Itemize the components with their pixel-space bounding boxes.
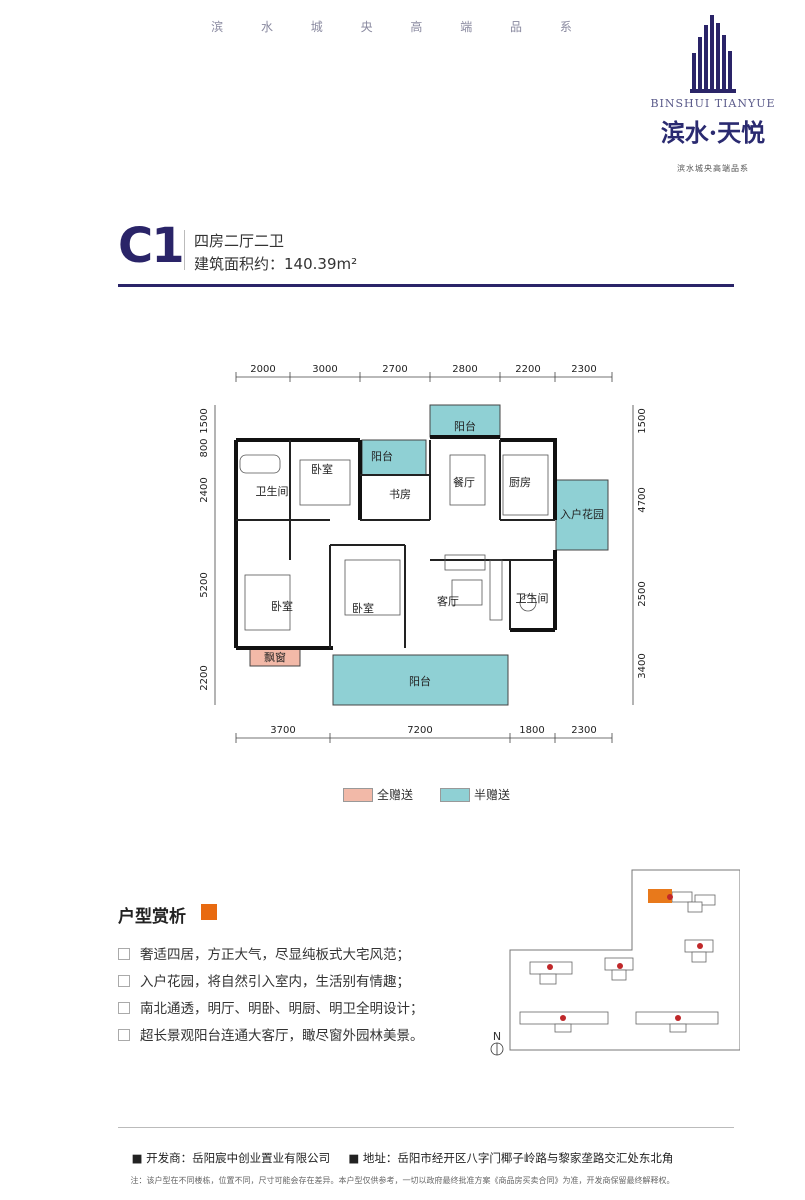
top-dim-2: 3000 (312, 364, 337, 375)
room-bathroom-a: 卫生间 (256, 484, 289, 498)
site-plan: N (490, 869, 740, 1056)
legend-full-gift-swatch (343, 788, 373, 802)
brand-subtitle: 滨水城央高端品系 (677, 164, 749, 173)
top-dim-4: 2800 (452, 364, 477, 375)
room-dining: 餐厅 (453, 475, 475, 489)
right-dim-2: 4700 (637, 487, 648, 512)
disclaimer-note: 注：该户型在不同楼栋，位置不同，尺寸可能会存在差异。本户型仅供参考，一切以政府最… (130, 1176, 675, 1185)
top-dim-3: 2700 (382, 364, 407, 375)
room-bay-window: 飘窗 (264, 650, 286, 664)
legend-full-gift-label: 全赠送 (377, 788, 414, 802)
room-balcony-c: 阳台 (409, 674, 431, 688)
tagline: 滨 水 城 央 高 端 品 系 (211, 20, 589, 34)
room-living: 客厅 (437, 594, 459, 608)
checkbox-icon (118, 975, 130, 987)
features-title: 户型赏析 (118, 907, 186, 927)
feature-item-3: 南北通透，明厅、明卧、明厨、明卫全明设计； (118, 997, 424, 1017)
brand-english-name: BINSHUI TIANYUE (650, 97, 776, 110)
checkbox-icon (118, 948, 130, 960)
unit-separator (184, 230, 185, 270)
unit-room-config: 四房二厅二卫 (194, 232, 285, 250)
feature-item-1: 奢适四居，方正大气，尽显纯板式大宅风范； (118, 943, 410, 963)
bottom-dim-1: 3700 (270, 725, 295, 736)
top-dim-1: 2000 (250, 364, 275, 375)
north-label: N (493, 1030, 501, 1043)
right-dim-1: 1500 (637, 408, 648, 433)
edit-icon (201, 904, 217, 920)
top-dim-6: 2300 (571, 364, 596, 375)
left-dim-4: 5200 (200, 572, 210, 597)
room-balcony-a: 阳台 (454, 419, 476, 433)
footer-info: ■ 开发商：岳阳宸中创业置业有限公司 ■ 地址：岳阳市经开区八字门椰子岭路与黎家… (0, 1150, 805, 1166)
left-dim-3: 2400 (200, 477, 210, 502)
unit-code: C1 (118, 218, 185, 274)
footer-rule (118, 1127, 734, 1128)
developer-info: ■ 开发商：岳阳宸中创业置业有限公司 (131, 1151, 331, 1165)
checkbox-icon (118, 1029, 130, 1041)
left-dim-2: 800 (200, 438, 210, 457)
brand-chinese-name: 滨水·天悦 (660, 118, 766, 147)
legend-half-gift-swatch (440, 788, 470, 802)
top-dim-5: 2200 (515, 364, 540, 375)
room-bedroom-b: 卧室 (271, 599, 293, 613)
legend-half-gift-label: 半赠送 (474, 788, 511, 802)
room-garden: 入户花园 (560, 507, 604, 521)
right-dim-3: 2500 (637, 581, 648, 606)
checkbox-icon (118, 1002, 130, 1014)
bottom-dim-2: 7200 (407, 725, 432, 736)
bottom-dim-3: 1800 (519, 725, 544, 736)
unit-area: 建筑面积约：140.39m² (194, 255, 358, 273)
floor-plan: 2000 3000 2700 2800 2200 2300 3700 7200 … (200, 364, 648, 743)
room-bedroom-a: 卧室 (311, 462, 333, 476)
right-dim-4: 3400 (637, 653, 648, 678)
left-dim-5: 2200 (200, 665, 210, 690)
feature-item-4: 超长景观阳台连通大客厅，瞰尽窗外园林美景。 (118, 1024, 424, 1044)
left-dim-1: 1500 (200, 408, 210, 433)
room-kitchen: 厨房 (509, 476, 531, 489)
room-balcony-b: 阳台 (371, 449, 393, 463)
room-bedroom-c: 卧室 (352, 601, 374, 615)
room-study: 书房 (389, 488, 411, 501)
room-bathroom-b: 卫生间 (516, 591, 549, 605)
feature-item-2: 入户花园，将自然引入室内，生活别有情趣； (118, 970, 410, 990)
brand-logo-icon (690, 15, 736, 93)
title-rule (118, 284, 734, 287)
address-info: ■ 地址：岳阳市经开区八字门椰子岭路与黎家垄路交汇处东北角 (348, 1151, 674, 1165)
bottom-dim-4: 2300 (571, 725, 596, 736)
